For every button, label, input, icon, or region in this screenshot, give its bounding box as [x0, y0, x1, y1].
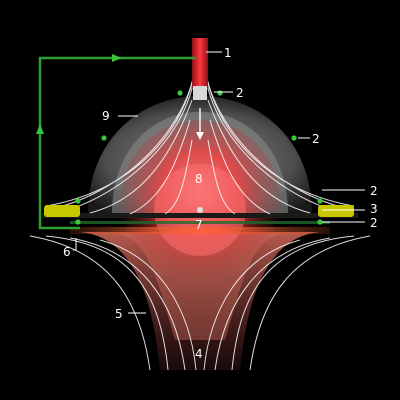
label-5: 5	[115, 307, 123, 321]
lower-plate	[70, 227, 330, 234]
label-6: 6	[63, 245, 71, 259]
label-2a: 2	[236, 86, 244, 100]
sensor-dot	[177, 90, 183, 96]
circuit-arrow-top	[112, 54, 122, 62]
leader-lines	[73, 51, 365, 314]
field-lines	[29, 39, 371, 371]
label-2d: 2	[370, 216, 378, 230]
green-plate	[70, 221, 330, 224]
sensor-dot	[217, 90, 223, 96]
lower-plume	[80, 232, 320, 370]
label-2c: 2	[370, 184, 378, 198]
upper-rail	[42, 213, 358, 218]
sensor-dot	[317, 198, 323, 204]
label-4: 4	[195, 347, 203, 361]
label-9: 9	[102, 109, 110, 123]
center-point	[197, 207, 203, 213]
sensor-dot	[101, 135, 107, 141]
electrode-right	[318, 205, 354, 217]
label-3: 3	[370, 202, 378, 216]
label-2b: 2	[312, 132, 320, 146]
sensor-dot	[75, 219, 81, 225]
sensor-dot	[317, 219, 323, 225]
electrode-left	[44, 205, 80, 217]
label-1: 1	[224, 46, 232, 60]
callout-labels: 1 2 9 2 8 2 3 7 2 6 5 4	[63, 46, 378, 361]
sensor-dot	[75, 198, 81, 204]
label-8: 8	[195, 172, 203, 186]
inlet-jet	[192, 38, 208, 88]
circuit-arrow-side	[36, 124, 44, 134]
inlet-nozzle	[193, 86, 207, 100]
sensor-dot	[291, 135, 297, 141]
sensor-dots	[75, 90, 323, 225]
flow-arrow-head	[196, 132, 204, 140]
label-7: 7	[195, 218, 203, 232]
